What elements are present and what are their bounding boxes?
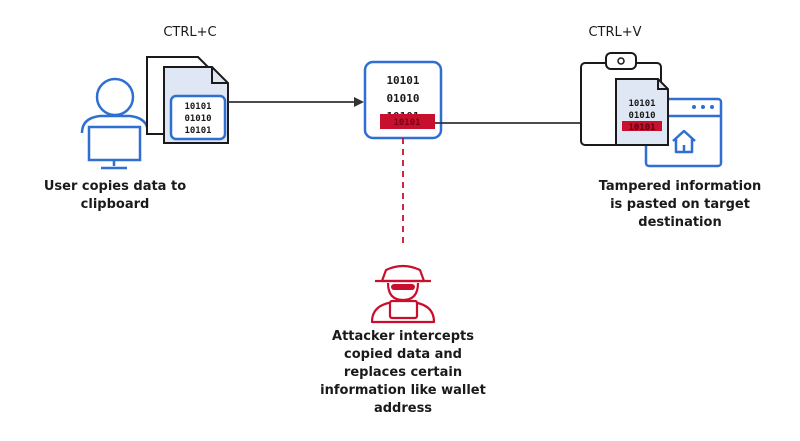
binary-line: 10101	[184, 102, 211, 112]
binary-line: 01010	[184, 114, 211, 124]
pasted-document-icon: 10101 01010 10101	[615, 78, 669, 146]
attacker-icon	[370, 264, 436, 324]
tampered-data-marker	[380, 114, 435, 129]
binary-line: 10101	[628, 99, 655, 109]
copy-arrow	[228, 97, 364, 107]
home-icon	[672, 129, 696, 154]
binary-line: 01010	[628, 111, 655, 121]
binary-line: 10101	[184, 126, 211, 136]
binary-line: 10101	[386, 74, 419, 87]
target-caption: Tampered information is pasted on target…	[598, 179, 762, 230]
attacker-caption: Attacker intercepts copied data and repl…	[320, 329, 486, 416]
copied-document-icon: 10101 01010 10101	[146, 56, 229, 144]
tampered-binary-line: 10101	[628, 123, 655, 133]
user-icon	[80, 77, 150, 170]
copy-shortcut-label: CTRL+C	[163, 25, 217, 40]
paste-shortcut-label: CTRL+V	[588, 25, 642, 40]
user-caption: User copies data to clipboard	[43, 179, 187, 212]
binary-line: 01010	[386, 92, 419, 105]
clipboard-data-box: 10101 01010 10101 10101	[363, 60, 443, 140]
tampered-binary-line: 10101	[393, 118, 420, 128]
tampered-data-marker	[622, 121, 662, 131]
